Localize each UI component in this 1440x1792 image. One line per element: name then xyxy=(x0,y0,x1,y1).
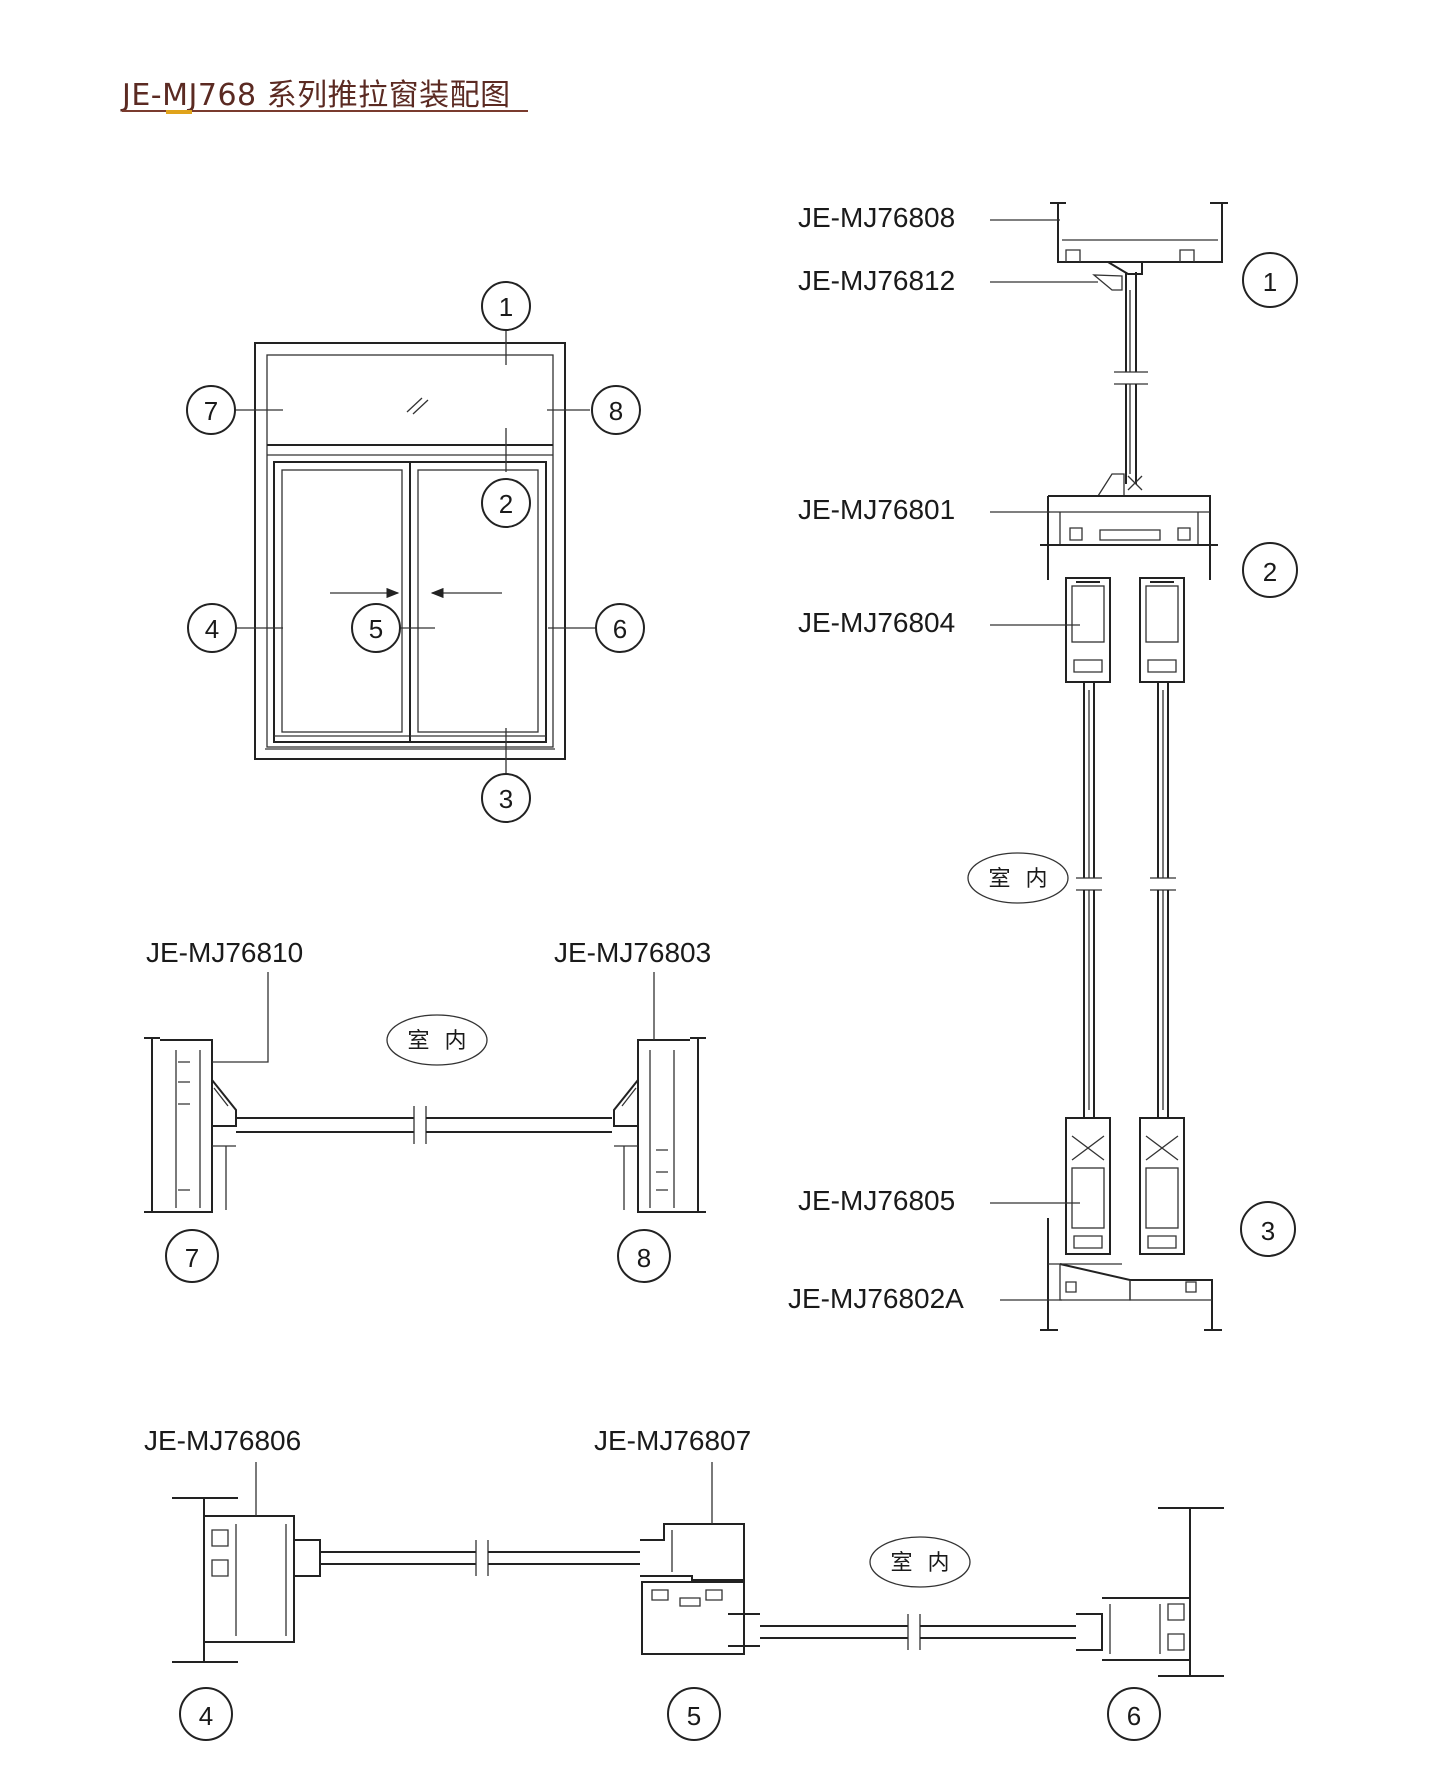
part-label-76810: JE-MJ76810 xyxy=(146,937,303,968)
section-callout-2: 2 xyxy=(1242,542,1298,598)
window-elevation xyxy=(234,330,596,774)
part-label-76805: JE-MJ76805 xyxy=(798,1185,955,1216)
indoor-label-transom: 室 内 xyxy=(386,1014,488,1066)
svg-text:5: 5 xyxy=(369,614,383,644)
transom-callout-7: 7 xyxy=(165,1229,219,1283)
part-label-76804: JE-MJ76804 xyxy=(798,607,955,638)
elevation-callout-5: 5 xyxy=(351,603,401,653)
title-block: JE-MJ768 系列推拉窗装配图 xyxy=(122,70,528,114)
elevation-callout-1: 1 xyxy=(481,281,531,331)
sash-callout-5: 5 xyxy=(667,1687,721,1741)
svg-text:1: 1 xyxy=(1263,267,1277,297)
title-underline xyxy=(122,110,528,112)
svg-text:5: 5 xyxy=(687,1701,701,1731)
svg-text:6: 6 xyxy=(613,614,627,644)
transom-callout-8: 8 xyxy=(617,1229,671,1283)
svg-text:室 内: 室 内 xyxy=(891,1551,954,1576)
svg-text:6: 6 xyxy=(1127,1701,1141,1731)
glass-mark-icon xyxy=(406,397,423,413)
svg-text:7: 7 xyxy=(204,396,218,426)
elevation-callout-3: 3 xyxy=(481,773,531,823)
sash-section-labels: JE-MJ76806 JE-MJ76807 xyxy=(144,1425,751,1524)
page-title: JE-MJ768 系列推拉窗装配图 xyxy=(122,78,511,113)
transom-section xyxy=(144,1037,706,1213)
svg-text:4: 4 xyxy=(199,1701,213,1731)
svg-text:2: 2 xyxy=(499,489,513,519)
svg-text:1: 1 xyxy=(499,292,513,322)
svg-text:7: 7 xyxy=(185,1243,199,1273)
elevation-callout-8: 8 xyxy=(591,385,641,435)
sash-callout-4: 4 xyxy=(179,1687,233,1741)
svg-text:室 内: 室 内 xyxy=(408,1029,471,1054)
svg-text:3: 3 xyxy=(499,784,513,814)
section-callout-1: 1 xyxy=(1242,252,1298,308)
vertical-section-labels: JE-MJ76808 JE-MJ76812 JE-MJ76801 JE-MJ76… xyxy=(788,202,1098,1314)
elevation-callout-4: 4 xyxy=(187,603,237,653)
part-label-76812: JE-MJ76812 xyxy=(798,265,955,296)
part-label-76802a: JE-MJ76802A xyxy=(788,1283,964,1314)
sash-callout-6: 6 xyxy=(1107,1687,1161,1741)
sash-section xyxy=(172,1497,1224,1677)
section-callout-3: 3 xyxy=(1240,1201,1296,1257)
indoor-label-sash: 室 内 xyxy=(869,1536,971,1588)
title-accent-mark xyxy=(166,110,192,114)
transom-section-labels: JE-MJ76810 JE-MJ76803 xyxy=(146,937,711,1063)
svg-text:8: 8 xyxy=(637,1243,651,1273)
svg-text:8: 8 xyxy=(609,396,623,426)
svg-text:4: 4 xyxy=(205,614,219,644)
part-label-76801: JE-MJ76801 xyxy=(798,494,955,525)
svg-text:3: 3 xyxy=(1261,1216,1275,1246)
part-label-76807: JE-MJ76807 xyxy=(594,1425,751,1456)
indoor-label-vertical: 室 内 xyxy=(967,852,1069,904)
part-label-76806: JE-MJ76806 xyxy=(144,1425,301,1456)
part-label-76803: JE-MJ76803 xyxy=(554,937,711,968)
elevation-callout-7: 7 xyxy=(186,385,236,435)
elevation-callout-6: 6 xyxy=(595,603,645,653)
svg-text:室 内: 室 内 xyxy=(989,867,1052,892)
elevation-callout-2: 2 xyxy=(481,478,531,528)
vertical-section xyxy=(1040,202,1228,1331)
svg-text:2: 2 xyxy=(1263,557,1277,587)
part-label-76808: JE-MJ76808 xyxy=(798,202,955,233)
